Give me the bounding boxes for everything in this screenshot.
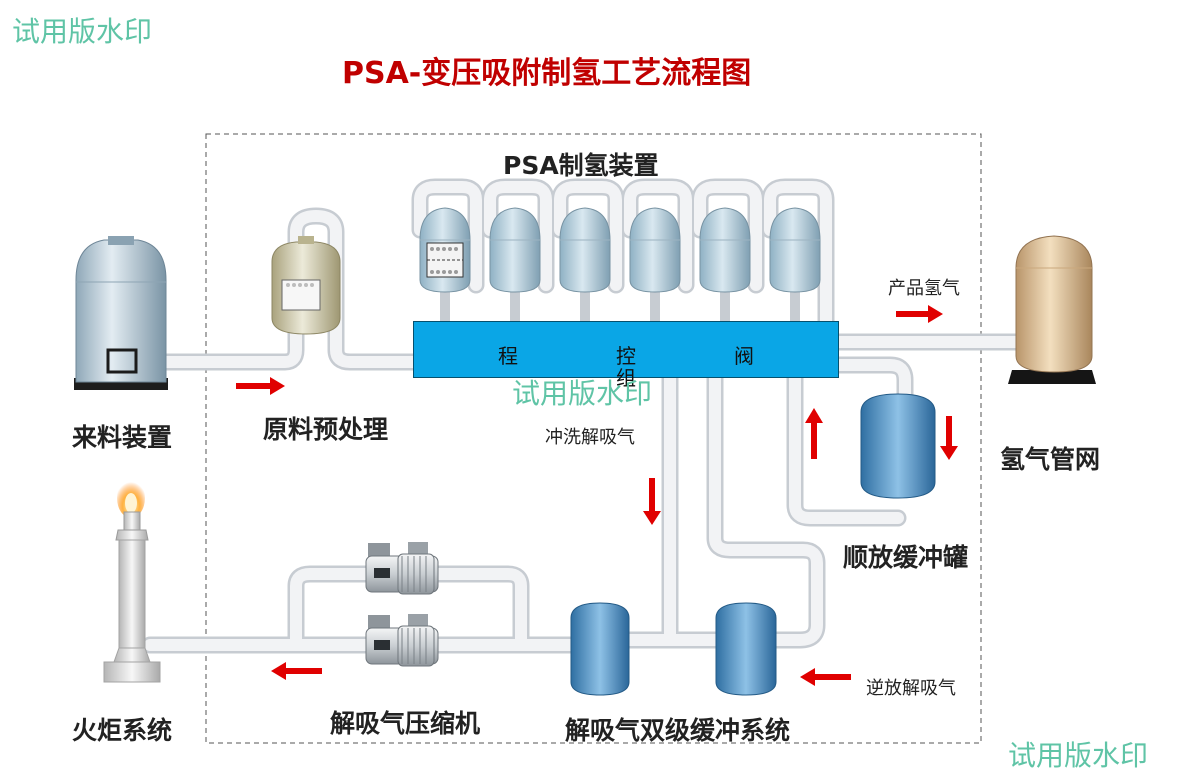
arrow-purge-down <box>643 478 661 525</box>
pretreatment-vessel <box>271 236 341 335</box>
feed-tank <box>74 236 168 390</box>
program-control-valve-group <box>413 321 839 378</box>
watermark-bottom-right: 试用版水印 <box>1008 739 1149 772</box>
psa-unit-title: PSA制氢装置 <box>503 151 659 180</box>
valve-char-4: 阀 <box>734 344 754 368</box>
arrow-feed-right <box>236 377 285 395</box>
adsorption-tower <box>629 207 681 293</box>
label-buffer-tank: 顺放缓冲罐 <box>843 543 969 572</box>
arrow-buffer-down <box>940 416 958 460</box>
compressors <box>365 542 439 667</box>
blowdown-buffer-tank <box>860 393 936 499</box>
stream-reverse: 逆放解吸气 <box>866 678 956 699</box>
adsorption-tower <box>699 207 751 293</box>
valve-char-1: 程 <box>498 344 518 368</box>
adsorption-tower <box>559 207 611 293</box>
adsorption-tower <box>489 207 541 293</box>
arrow-buffer-up <box>805 408 823 459</box>
compressor-unit <box>365 542 439 595</box>
flare-stack <box>103 478 161 683</box>
valve-char-2: 控 <box>616 344 636 368</box>
arrow-flare-left <box>271 662 322 680</box>
arrow-product-right <box>896 305 943 323</box>
hydrogen-tank <box>1008 235 1096 384</box>
flow-arrows <box>236 305 958 686</box>
valve-char-3: 组 <box>616 366 636 390</box>
label-flare: 火炬系统 <box>72 716 173 745</box>
pipe-network <box>141 178 1029 654</box>
adsorption-tower <box>769 207 821 293</box>
label-feed: 来料装置 <box>72 423 173 452</box>
compressor-unit <box>365 614 439 667</box>
stream-product: 产品氢气 <box>888 278 960 299</box>
label-h2-network: 氢气管网 <box>1000 445 1101 474</box>
label-pretreat: 原料预处理 <box>263 415 389 444</box>
arrow-reverse-left <box>800 668 851 686</box>
adsorption-towers <box>419 207 821 293</box>
watermark-top-left: 试用版水印 <box>12 15 153 48</box>
label-double-buffer: 解吸气双级缓冲系统 <box>565 716 791 745</box>
watermark-center: 试用版水印 <box>512 377 653 410</box>
desorption-buffer-tanks <box>570 602 777 696</box>
stream-purge: 冲洗解吸气 <box>545 427 635 448</box>
label-compressor: 解吸气压缩机 <box>330 709 481 738</box>
page-title: PSA-变压吸附制氢工艺流程图 <box>342 56 752 91</box>
psa-boundary <box>205 133 982 744</box>
